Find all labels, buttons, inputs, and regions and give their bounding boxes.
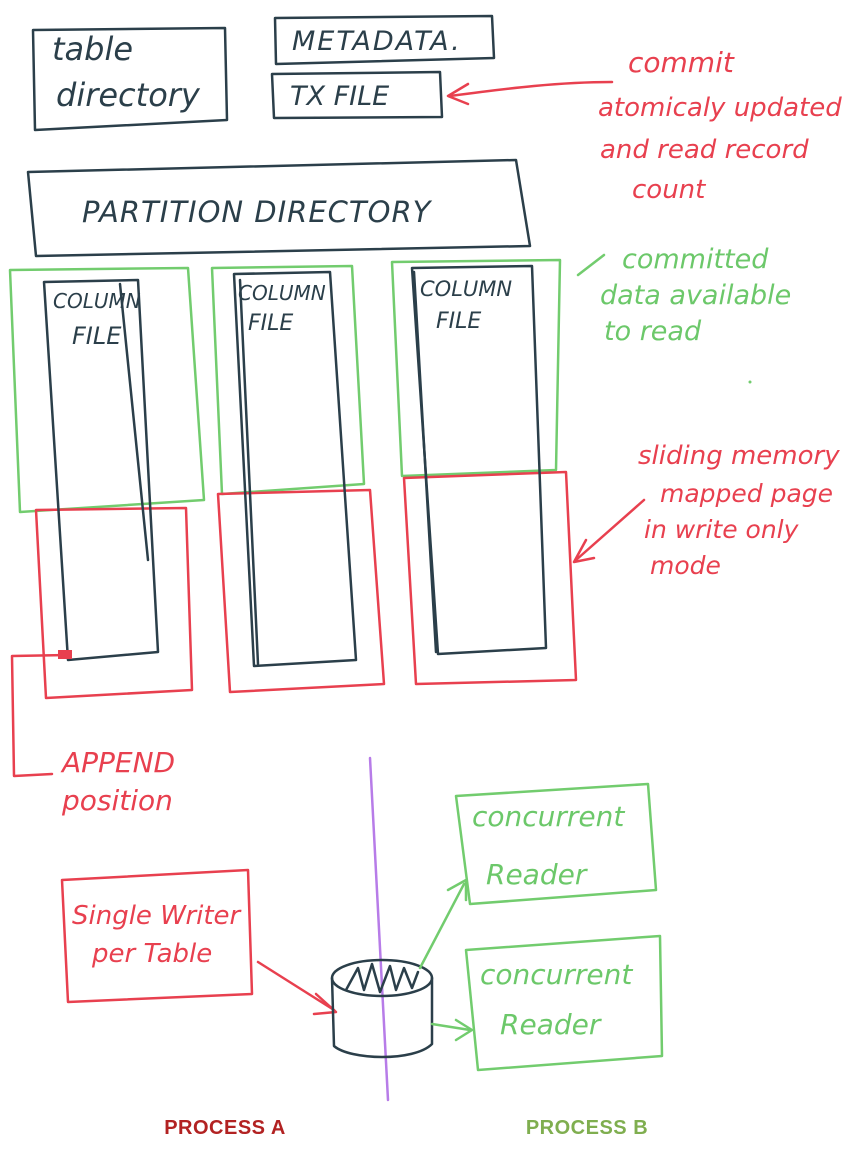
committed-note-line2: data available xyxy=(600,280,791,311)
commit-note-line4: count xyxy=(632,175,706,205)
committed-note: committed data available to read xyxy=(576,244,791,384)
mapped-page-1 xyxy=(34,506,194,700)
database-icon xyxy=(330,958,434,1059)
commit-note: commit atomicaly updated and read record… xyxy=(598,46,842,205)
column-2: COLUMN FILE xyxy=(210,264,386,694)
writer-label-line1: Single Writer xyxy=(72,901,243,931)
process-divider xyxy=(368,756,390,1102)
reader-1-line2: Reader xyxy=(486,858,588,891)
tx-file-label: TX FILE xyxy=(290,81,389,112)
column-file-1 xyxy=(42,278,160,662)
writer-label-line2: per Table xyxy=(91,939,212,969)
commit-note-line1: commit xyxy=(628,46,735,79)
single-writer-box: Single Writer per Table xyxy=(60,868,254,1004)
column-file-3-label-line1: COLUMN xyxy=(420,277,512,301)
committed-region-1 xyxy=(8,266,206,514)
append-note-line1: APPEND xyxy=(60,746,175,779)
tx-file-box: TX FILE xyxy=(270,70,444,120)
append-note-line2: position xyxy=(61,784,173,817)
reader-arrow-1 xyxy=(418,878,468,970)
column-file-1-label-line1: COLUMN xyxy=(53,289,141,313)
mapped-page-2 xyxy=(216,488,386,694)
committed-region-2 xyxy=(210,264,366,496)
column-1: COLUMN FILE xyxy=(8,266,206,700)
sliding-note-line2: mapped page xyxy=(660,479,833,508)
process-a-label: PROCESS A xyxy=(164,1117,286,1139)
reader-2-line2: Reader xyxy=(500,1008,602,1041)
partition-directory-box: PARTITION DIRECTORY xyxy=(26,158,532,258)
metadata-box: METADATA. xyxy=(273,14,496,66)
reader-1-line1: concurrent xyxy=(472,800,625,833)
sliding-note: sliding memory mapped page in write only… xyxy=(572,441,840,580)
writer-arrow xyxy=(256,960,338,1016)
append-position-marker: APPEND position xyxy=(10,650,175,817)
partition-directory-label: PARTITION DIRECTORY xyxy=(82,195,433,229)
stray-dot xyxy=(748,380,752,384)
column-file-2 xyxy=(232,270,358,668)
commit-note-line2: atomicaly updated xyxy=(598,93,842,123)
commit-note-line3: and read record xyxy=(600,135,809,165)
reader-arrow-2 xyxy=(430,1018,474,1042)
sliding-note-line1: sliding memory xyxy=(638,441,840,471)
table-directory-label-line1: table xyxy=(52,30,133,68)
column-file-2-label-line2: FILE xyxy=(248,311,293,336)
committed-region-3 xyxy=(390,258,562,478)
table-directory-box: table directory xyxy=(31,26,229,132)
column-3: COLUMN FILE xyxy=(390,258,578,686)
committed-note-line1: committed xyxy=(622,244,769,275)
commit-arrow xyxy=(446,80,614,106)
concurrent-reader-1: concurrent Reader xyxy=(454,782,658,906)
column-file-1-label-line2: FILE xyxy=(72,322,122,350)
table-directory-label-line2: directory xyxy=(56,76,201,114)
column-file-2-label-line1: COLUMN xyxy=(238,281,326,305)
concurrent-reader-2: concurrent Reader xyxy=(464,934,664,1072)
column-file-3-label-line2: FILE xyxy=(436,309,481,334)
mapped-page-3 xyxy=(402,470,578,686)
sliding-note-line4: mode xyxy=(650,551,721,580)
process-b-label: PROCESS B xyxy=(526,1117,648,1139)
committed-note-line3: to read xyxy=(604,316,702,347)
reader-2-line1: concurrent xyxy=(480,958,633,991)
sliding-note-line3: in write only xyxy=(644,515,800,544)
metadata-label: METADATA. xyxy=(292,26,462,57)
